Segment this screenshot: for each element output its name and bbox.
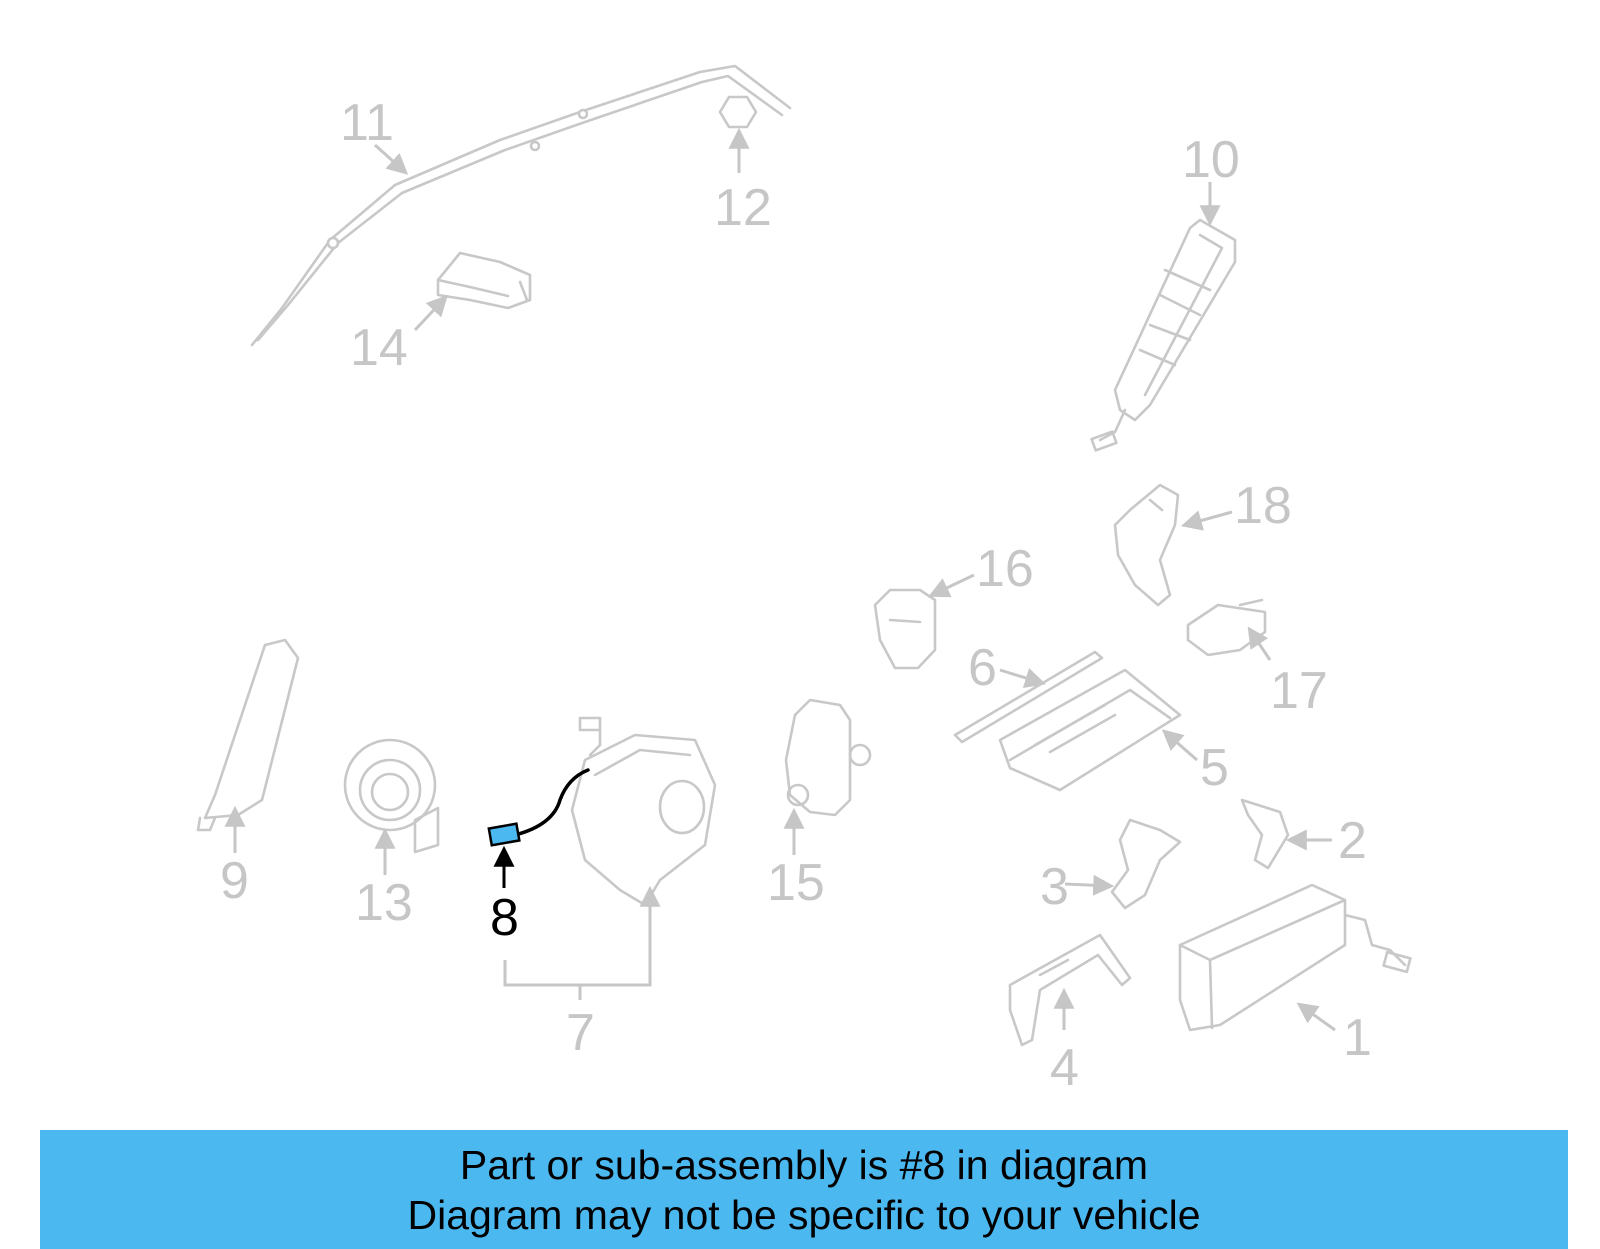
callout-8[interactable]: 8: [490, 889, 519, 947]
leader-lines: [224, 127, 1336, 1032]
part-5-knee-airbag: [998, 668, 1182, 792]
part-17-sensor: [1186, 598, 1267, 657]
callout-13: 13: [355, 874, 413, 932]
callout-16: 16: [976, 540, 1034, 598]
callout-11: 11: [340, 94, 394, 152]
callout-17: 17: [1270, 662, 1328, 720]
callout-7: 7: [566, 1004, 595, 1062]
part-1-passenger-airbag: [1178, 883, 1412, 1032]
part-7-driver-airbag: [570, 716, 717, 907]
banner-line-1: Part or sub-assembly is #8 in diagram: [459, 1141, 1149, 1188]
part-10-side-airbag: [1090, 218, 1237, 452]
part-14-sensor: [436, 251, 532, 310]
part-12-nut: [718, 95, 758, 129]
callout-6: 6: [968, 639, 997, 697]
part-8-wire-harness[interactable]: [487, 768, 590, 847]
callout-18: 18: [1234, 477, 1292, 535]
callout-14: 14: [350, 319, 408, 377]
part-16-sensor: [873, 588, 937, 670]
callout-4: 4: [1050, 1039, 1079, 1097]
callout-3: 3: [1040, 858, 1069, 916]
callout-10: 10: [1182, 131, 1240, 189]
part-3-bracket: [1110, 818, 1182, 910]
callout-1: 1: [1343, 1009, 1372, 1067]
callout-labels: 11 12 10 14 18 16 17 6 5 2 3 4 1 15 9 13…: [220, 94, 1372, 1097]
callout-15: 15: [767, 854, 825, 912]
part-18-bracket: [1113, 483, 1180, 607]
callout-2: 2: [1338, 812, 1367, 870]
part-13-clock-spring: [343, 738, 440, 854]
callout-12: 12: [714, 179, 772, 237]
part-11-curtain-airbag: [250, 64, 792, 347]
part-2-bracket: [1240, 798, 1290, 870]
info-banner: Part or sub-assembly is #8 in diagram Di…: [40, 1130, 1568, 1249]
banner-line-2: Diagram may not be specific to your vehi…: [407, 1191, 1201, 1238]
callout-5: 5: [1200, 739, 1229, 797]
part-6-bracket-strip: [953, 650, 1104, 744]
callout-9: 9: [220, 852, 249, 910]
part-4-bracket: [1008, 933, 1132, 1047]
part-15-sensor: [784, 698, 872, 817]
parts-diagram: 11 12 10 14 18 16 17 6 5 2 3 4 1 15 9 13…: [196, 64, 1412, 1097]
part-9-knee-airbag: [196, 638, 300, 832]
